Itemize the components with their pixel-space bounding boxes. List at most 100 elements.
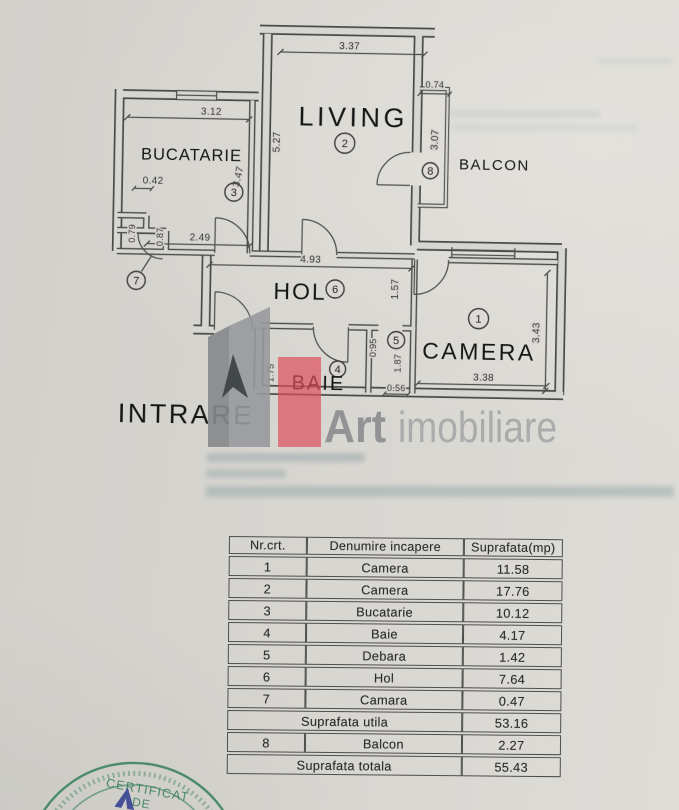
- bleedthrough-text-line: [206, 486, 674, 497]
- dim-debara-height: 1.87: [393, 354, 403, 373]
- stamp-curved-text-ring: [33, 770, 234, 810]
- stamp-inner-ring: [46, 784, 221, 810]
- cell-area: 17.76: [463, 580, 563, 602]
- room-label-camera: CAMERA: [422, 338, 536, 366]
- room-number-hol: 6: [332, 284, 338, 296]
- baie-door-arc: [312, 326, 350, 363]
- summary-row-totala: Suprafata totala 55.43: [226, 753, 561, 778]
- wall-shaft-notch-line: [176, 94, 217, 97]
- camera-door-arc: [413, 259, 450, 296]
- cell-nr: 2: [228, 577, 307, 599]
- bleedthrough-text-line: [453, 124, 638, 132]
- table-row: 8 Balcon 2.27: [226, 731, 562, 756]
- room-number-balcon: 8: [427, 166, 433, 178]
- room-badge-baie: 4: [328, 360, 347, 378]
- dim-balcon-width: 0.74: [425, 80, 444, 90]
- room-number-baie: 4: [334, 364, 340, 376]
- cell-area: 10.12: [462, 602, 563, 624]
- room-badge-camera: 1: [467, 307, 490, 330]
- dim-lines: [123, 48, 551, 398]
- col-header-area: Suprafata(mp): [463, 538, 563, 558]
- dim-living-width: 3.37: [339, 41, 360, 52]
- cell-nr: 8: [226, 731, 306, 753]
- table-row: 5 Debara 1.42: [227, 643, 562, 668]
- dim-camera-height: 3.43: [531, 322, 542, 343]
- dim-camara-height: 0.87: [155, 227, 165, 246]
- room-badge-bucatarie-circle: [224, 182, 244, 202]
- cell-nr: 1: [228, 555, 307, 577]
- room-badge-bucatarie: 3: [224, 182, 244, 202]
- summary-value: 53.16: [461, 712, 562, 734]
- dim-camara-width: 0.79: [127, 224, 137, 243]
- cell-area: 1.42: [462, 646, 562, 668]
- cell-name: Camera: [306, 556, 464, 579]
- summary-row-utila: Suprafata utila 53.16: [227, 709, 562, 734]
- bleedthrough-text-line: [206, 469, 286, 478]
- room-label-hol: HOL: [273, 278, 327, 305]
- bucatarie-door-arc: [214, 217, 251, 254]
- cell-nr: 5: [227, 643, 306, 665]
- stamp-outer-ring: [24, 761, 243, 810]
- room-badge-balcon-circle: [421, 162, 439, 180]
- watermark-brand-light: imobiliare: [398, 403, 557, 452]
- watermark-arrow-icon: [222, 354, 248, 398]
- watermark-red-band: [278, 357, 321, 447]
- room-label-balcon: BALCON: [459, 156, 530, 174]
- cell-name: Balcon: [304, 732, 462, 755]
- doors: [137, 151, 450, 363]
- cell-nr: 4: [227, 621, 307, 643]
- room-badge-camara-circle: [126, 270, 146, 291]
- table-row: 1 Camera 11.58: [228, 555, 563, 580]
- cell-area: 7.64: [462, 668, 562, 690]
- cell-name: Hol: [305, 666, 463, 689]
- watermark-logo: Art imobiliare: [208, 307, 557, 452]
- room-label-bucatarie: BUCATARIE: [141, 145, 242, 165]
- stamp-text-line2: DE: [131, 795, 152, 810]
- room-number-camera: 1: [475, 314, 481, 326]
- room-badge-baie-circle: [328, 360, 347, 378]
- camara-door-arc: [137, 232, 164, 260]
- windows: [451, 247, 516, 259]
- room-number-debara: 5: [393, 335, 399, 347]
- room-number-living: 2: [342, 138, 348, 150]
- certification-stamp: CERTIFICAT DE: [24, 761, 243, 810]
- bleedthrough-text-line: [207, 453, 365, 462]
- cell-area: 11.58: [463, 558, 563, 580]
- room-number-bucatarie: 3: [231, 187, 237, 199]
- room-badge-living: 2: [334, 132, 356, 154]
- table-row: 3 Bucatarie 10.12: [228, 599, 563, 624]
- col-header-nr: Nr.crt.: [228, 535, 307, 555]
- dim-hol-length: 4.93: [300, 254, 321, 265]
- table-row: 2 Camera 17.76: [228, 577, 563, 602]
- dim-living-height: 5.27: [272, 131, 283, 152]
- dim-niche-width: 0.42: [143, 175, 164, 186]
- cell-area: 0.47: [462, 690, 562, 712]
- dim-balcon-height: 3.07: [429, 129, 441, 150]
- room-badge-living-circle: [334, 132, 356, 154]
- dim-debara-door: 0.56: [387, 383, 406, 393]
- summary-label: Suprafata utila: [227, 709, 463, 733]
- walls: [114, 27, 570, 396]
- balcon-door-arc: [376, 151, 411, 186]
- dim-bucatarie-width: 3.12: [201, 107, 222, 118]
- room-label-living: LIVING: [298, 101, 408, 133]
- room-labels: LIVING BUCATARIE BALCON HOL CAMERA BAIE …: [118, 101, 536, 430]
- dim-camera-width: 3.38: [473, 373, 494, 384]
- table-header-row: Nr.crt. Denumire incapere Suprafata(mp): [228, 535, 563, 558]
- bleedthrough-text-line: [598, 57, 673, 65]
- dim-bucatarie-bottom: 2.49: [190, 232, 211, 243]
- cell-name: Camara: [305, 688, 463, 711]
- room-number-camara: 7: [133, 275, 139, 287]
- watermark-banner-right: [229, 307, 270, 447]
- table-row: 7 Camara 0.47: [227, 687, 562, 712]
- cell-name: Camera: [306, 578, 464, 601]
- cell-nr: 7: [227, 687, 306, 709]
- cell-name: Bucatarie: [306, 600, 464, 623]
- room-badge-debara: 5: [386, 330, 406, 350]
- cell-name: Baie: [305, 622, 463, 645]
- camara-leader-line: [140, 255, 153, 272]
- dim-hol-width: 1.57: [390, 279, 401, 300]
- room-badge-hol: 6: [325, 279, 345, 299]
